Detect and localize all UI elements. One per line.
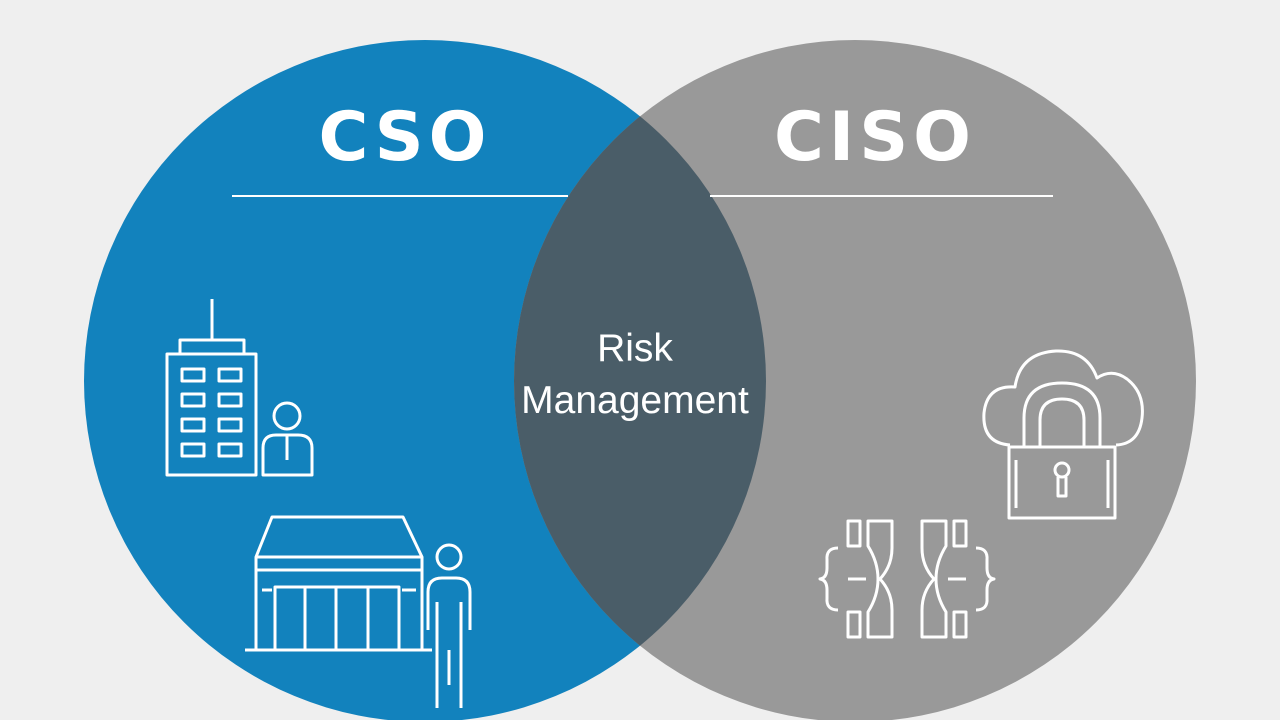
code-braces-icon bbox=[818, 519, 996, 639]
person-standing-icon bbox=[426, 543, 472, 708]
storefront-icon bbox=[245, 515, 432, 652]
cloud-lock-icon bbox=[982, 349, 1144, 520]
overlap-label-line1: Risk bbox=[597, 327, 673, 370]
office-building-icon bbox=[165, 299, 258, 477]
person-icon bbox=[261, 401, 314, 477]
overlap-label-line2: Management bbox=[521, 379, 749, 422]
ciso-title: CISO bbox=[774, 98, 976, 177]
cso-title: CSO bbox=[318, 98, 492, 177]
overlap-region bbox=[514, 40, 766, 720]
